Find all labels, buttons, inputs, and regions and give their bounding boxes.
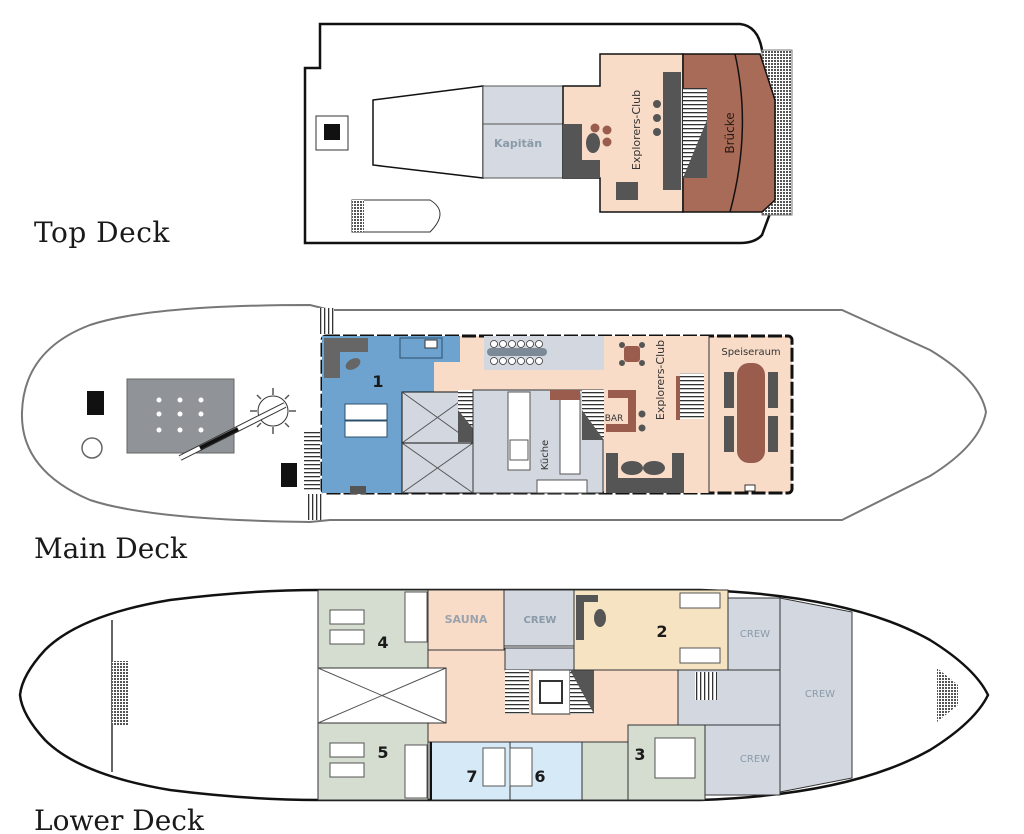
cabin-number-1: 1 bbox=[372, 372, 383, 391]
cabin-number-4: 4 bbox=[377, 633, 388, 652]
room-label-dining: Speiseraum bbox=[721, 347, 780, 358]
skylight bbox=[372, 85, 484, 179]
room-label-crew-3: CREW bbox=[805, 689, 835, 700]
room-label-crew-4: CREW bbox=[740, 754, 770, 765]
cabin-number-5: 5 bbox=[377, 743, 388, 762]
elevator-shaft bbox=[539, 680, 563, 704]
bow-grating-lower bbox=[937, 668, 958, 722]
deck-title-lower: Lower Deck bbox=[34, 804, 205, 834]
lower-deck bbox=[18, 588, 990, 802]
hatch-icon bbox=[324, 124, 340, 140]
room-label-crew-1: CREW bbox=[524, 615, 557, 626]
room-label-explorers-club-main: Explorers-Club bbox=[654, 340, 667, 420]
cabin-number-3: 3 bbox=[634, 745, 645, 764]
cabin-number-7: 7 bbox=[466, 767, 477, 786]
room-label-bridge: Brücke bbox=[723, 112, 737, 153]
room-label-kitchen: Küche bbox=[540, 440, 551, 470]
captain-cabin bbox=[482, 85, 564, 179]
deck-title-top: Top Deck bbox=[34, 216, 170, 249]
cabin-number-6: 6 bbox=[534, 767, 545, 786]
tender-boat bbox=[351, 199, 441, 233]
room-label-sauna: SAUNA bbox=[445, 613, 488, 626]
crew-cabin-c bbox=[704, 724, 781, 796]
deck-title-main: Main Deck bbox=[34, 532, 188, 565]
top-deck bbox=[303, 22, 793, 245]
room-label-captain: Kapitän bbox=[494, 137, 542, 150]
room-label-bar: BAR bbox=[605, 414, 624, 424]
cabin-number-2: 2 bbox=[656, 622, 667, 641]
kitchen bbox=[472, 389, 604, 494]
main-deck bbox=[20, 303, 988, 524]
dining-table bbox=[737, 363, 765, 463]
room-label-explorers-club-top: Explorers-Club bbox=[630, 90, 643, 170]
room-label-crew-2: CREW bbox=[740, 629, 770, 640]
